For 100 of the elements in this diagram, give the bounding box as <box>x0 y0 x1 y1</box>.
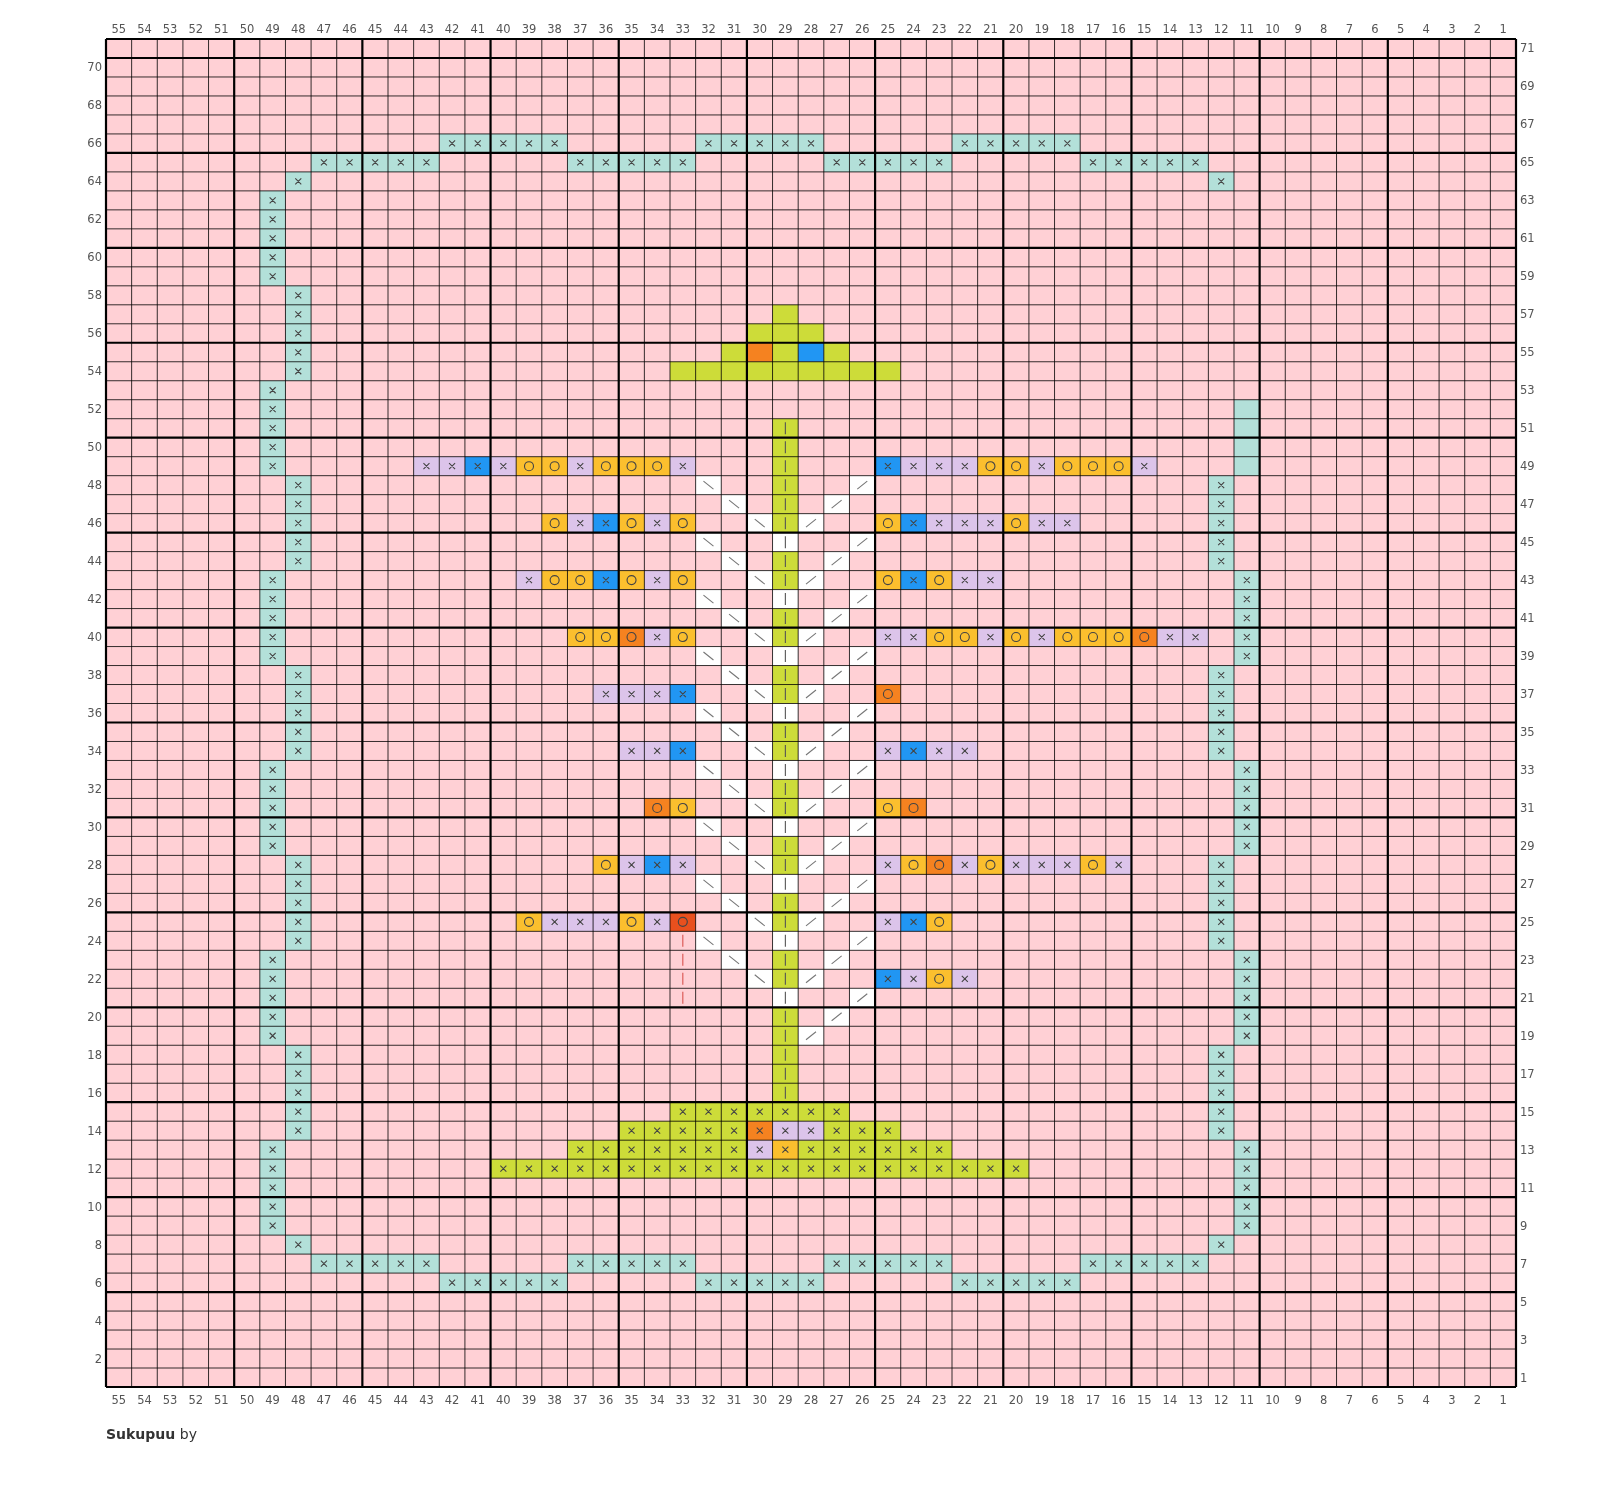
grid-number: 60 <box>87 250 102 265</box>
grid-number: 25 <box>880 22 896 36</box>
grid-number: 21 <box>1520 990 1535 1005</box>
grid-number: 17 <box>1520 1066 1535 1081</box>
grid-number: 36 <box>87 706 102 720</box>
grid-number: 51 <box>214 22 229 36</box>
grid-number: 15 <box>1520 1104 1535 1119</box>
grid-number: 45 <box>1520 535 1535 550</box>
grid-number: 18 <box>1060 22 1075 36</box>
grid-number: 29 <box>1520 838 1535 853</box>
grid-number: 14 <box>1162 22 1178 36</box>
grid-number: 5 <box>1520 1294 1528 1309</box>
grid-number: 26 <box>854 1393 870 1407</box>
grid-number: 23 <box>1520 952 1535 967</box>
grid-number: 4 <box>1422 1393 1430 1407</box>
grid-number: 12 <box>87 1161 102 1176</box>
grid-number: 20 <box>87 1009 102 1024</box>
grid-number: 41 <box>1520 611 1535 626</box>
grid-number: 66 <box>87 136 102 151</box>
grid-number: 33 <box>675 1393 691 1407</box>
grid-number: 43 <box>419 1393 434 1407</box>
grid-number: 10 <box>1265 22 1280 36</box>
grid-number: 39 <box>521 22 537 36</box>
grid-number: 19 <box>1520 1028 1535 1043</box>
grid-number: 49 <box>265 22 280 36</box>
grid-number: 45 <box>367 1393 383 1407</box>
grid-number: 63 <box>1520 193 1535 208</box>
grid-number: 28 <box>803 1393 819 1407</box>
grid-number: 50 <box>239 22 255 36</box>
grid-number: 43 <box>1520 573 1535 588</box>
grid-number: 9 <box>1520 1218 1528 1233</box>
grid-number: 30 <box>87 819 102 834</box>
grid-number: 23 <box>931 22 947 36</box>
grid-number: 36 <box>598 1393 614 1407</box>
grid-number: 6 <box>1371 22 1379 36</box>
grid-number: 32 <box>701 1393 716 1407</box>
grid-number: 2 <box>94 1351 102 1366</box>
grid-number: 47 <box>316 1393 332 1407</box>
grid-number: 17 <box>1085 1393 1101 1407</box>
grid-number: 62 <box>87 212 102 227</box>
grid-number: 46 <box>87 516 102 531</box>
grid-number: 34 <box>649 22 665 36</box>
grid-number: 23 <box>931 1393 947 1407</box>
grid-number: 54 <box>137 22 152 36</box>
grid-number: 59 <box>1520 269 1535 284</box>
grid-number: 42 <box>444 1393 460 1407</box>
grid-number: 9 <box>1294 1393 1302 1407</box>
grid-number: 21 <box>983 22 998 36</box>
grid-number: 37 <box>572 22 588 36</box>
grid-number: 42 <box>444 22 460 36</box>
grid-number: 43 <box>419 22 434 36</box>
grid-number: 32 <box>87 781 102 796</box>
grid-number: 36 <box>598 22 614 36</box>
grid-number: 37 <box>572 1393 588 1407</box>
grid-number: 24 <box>906 1393 921 1407</box>
grid-number: 47 <box>316 22 332 36</box>
grid-number: 55 <box>111 22 127 36</box>
grid-number: 54 <box>87 364 102 379</box>
grid-number: 34 <box>649 1393 665 1407</box>
grid-number: 61 <box>1520 231 1535 246</box>
grid-number: 13 <box>1188 22 1203 36</box>
grid-number: 51 <box>1520 421 1535 436</box>
grid-number: 12 <box>1213 1393 1229 1407</box>
grid-number: 16 <box>1111 1393 1126 1407</box>
grid-number: 7 <box>1345 22 1353 36</box>
grid-number: 50 <box>239 1393 255 1407</box>
grid-number: 42 <box>87 592 102 607</box>
grid-number: 20 <box>1008 22 1024 36</box>
grid-number: 16 <box>87 1085 102 1100</box>
grid-number: 25 <box>1520 914 1535 929</box>
grid-number: 13 <box>1188 1393 1203 1407</box>
grid-number: 46 <box>342 22 357 36</box>
grid-number: 1 <box>1499 1393 1507 1407</box>
grid-number: 9 <box>1294 22 1302 36</box>
grid-number: 20 <box>1008 1393 1024 1407</box>
grid-number: 33 <box>675 22 691 36</box>
grid-number: 44 <box>87 554 102 569</box>
grid-number: 3 <box>1520 1332 1528 1347</box>
grid-number: 53 <box>1520 383 1535 398</box>
grid-number: 52 <box>188 1393 204 1407</box>
grid-number: 37 <box>1520 687 1535 701</box>
grid-number: 1 <box>1499 22 1507 36</box>
grid-number: 54 <box>137 1393 152 1407</box>
grid-number: 35 <box>624 22 639 36</box>
grid-number: 48 <box>290 1393 306 1407</box>
grid-number: 24 <box>906 22 921 36</box>
grid-number: 6 <box>94 1275 102 1290</box>
grid-number: 32 <box>701 22 716 36</box>
grid-number: 15 <box>1136 22 1152 36</box>
grid-number: 44 <box>393 1393 409 1407</box>
grid-number: 25 <box>880 1393 896 1407</box>
grid-number: 27 <box>1520 876 1535 891</box>
grid-number: 4 <box>1422 22 1430 36</box>
grid-number: 53 <box>162 22 178 36</box>
grid-number: 22 <box>957 22 973 36</box>
grid-number: 31 <box>1520 800 1535 815</box>
grid-number: 57 <box>1520 307 1535 322</box>
grid-number: 29 <box>778 1393 793 1407</box>
grid-number: 38 <box>547 1393 562 1407</box>
grid-number: 10 <box>87 1199 102 1214</box>
